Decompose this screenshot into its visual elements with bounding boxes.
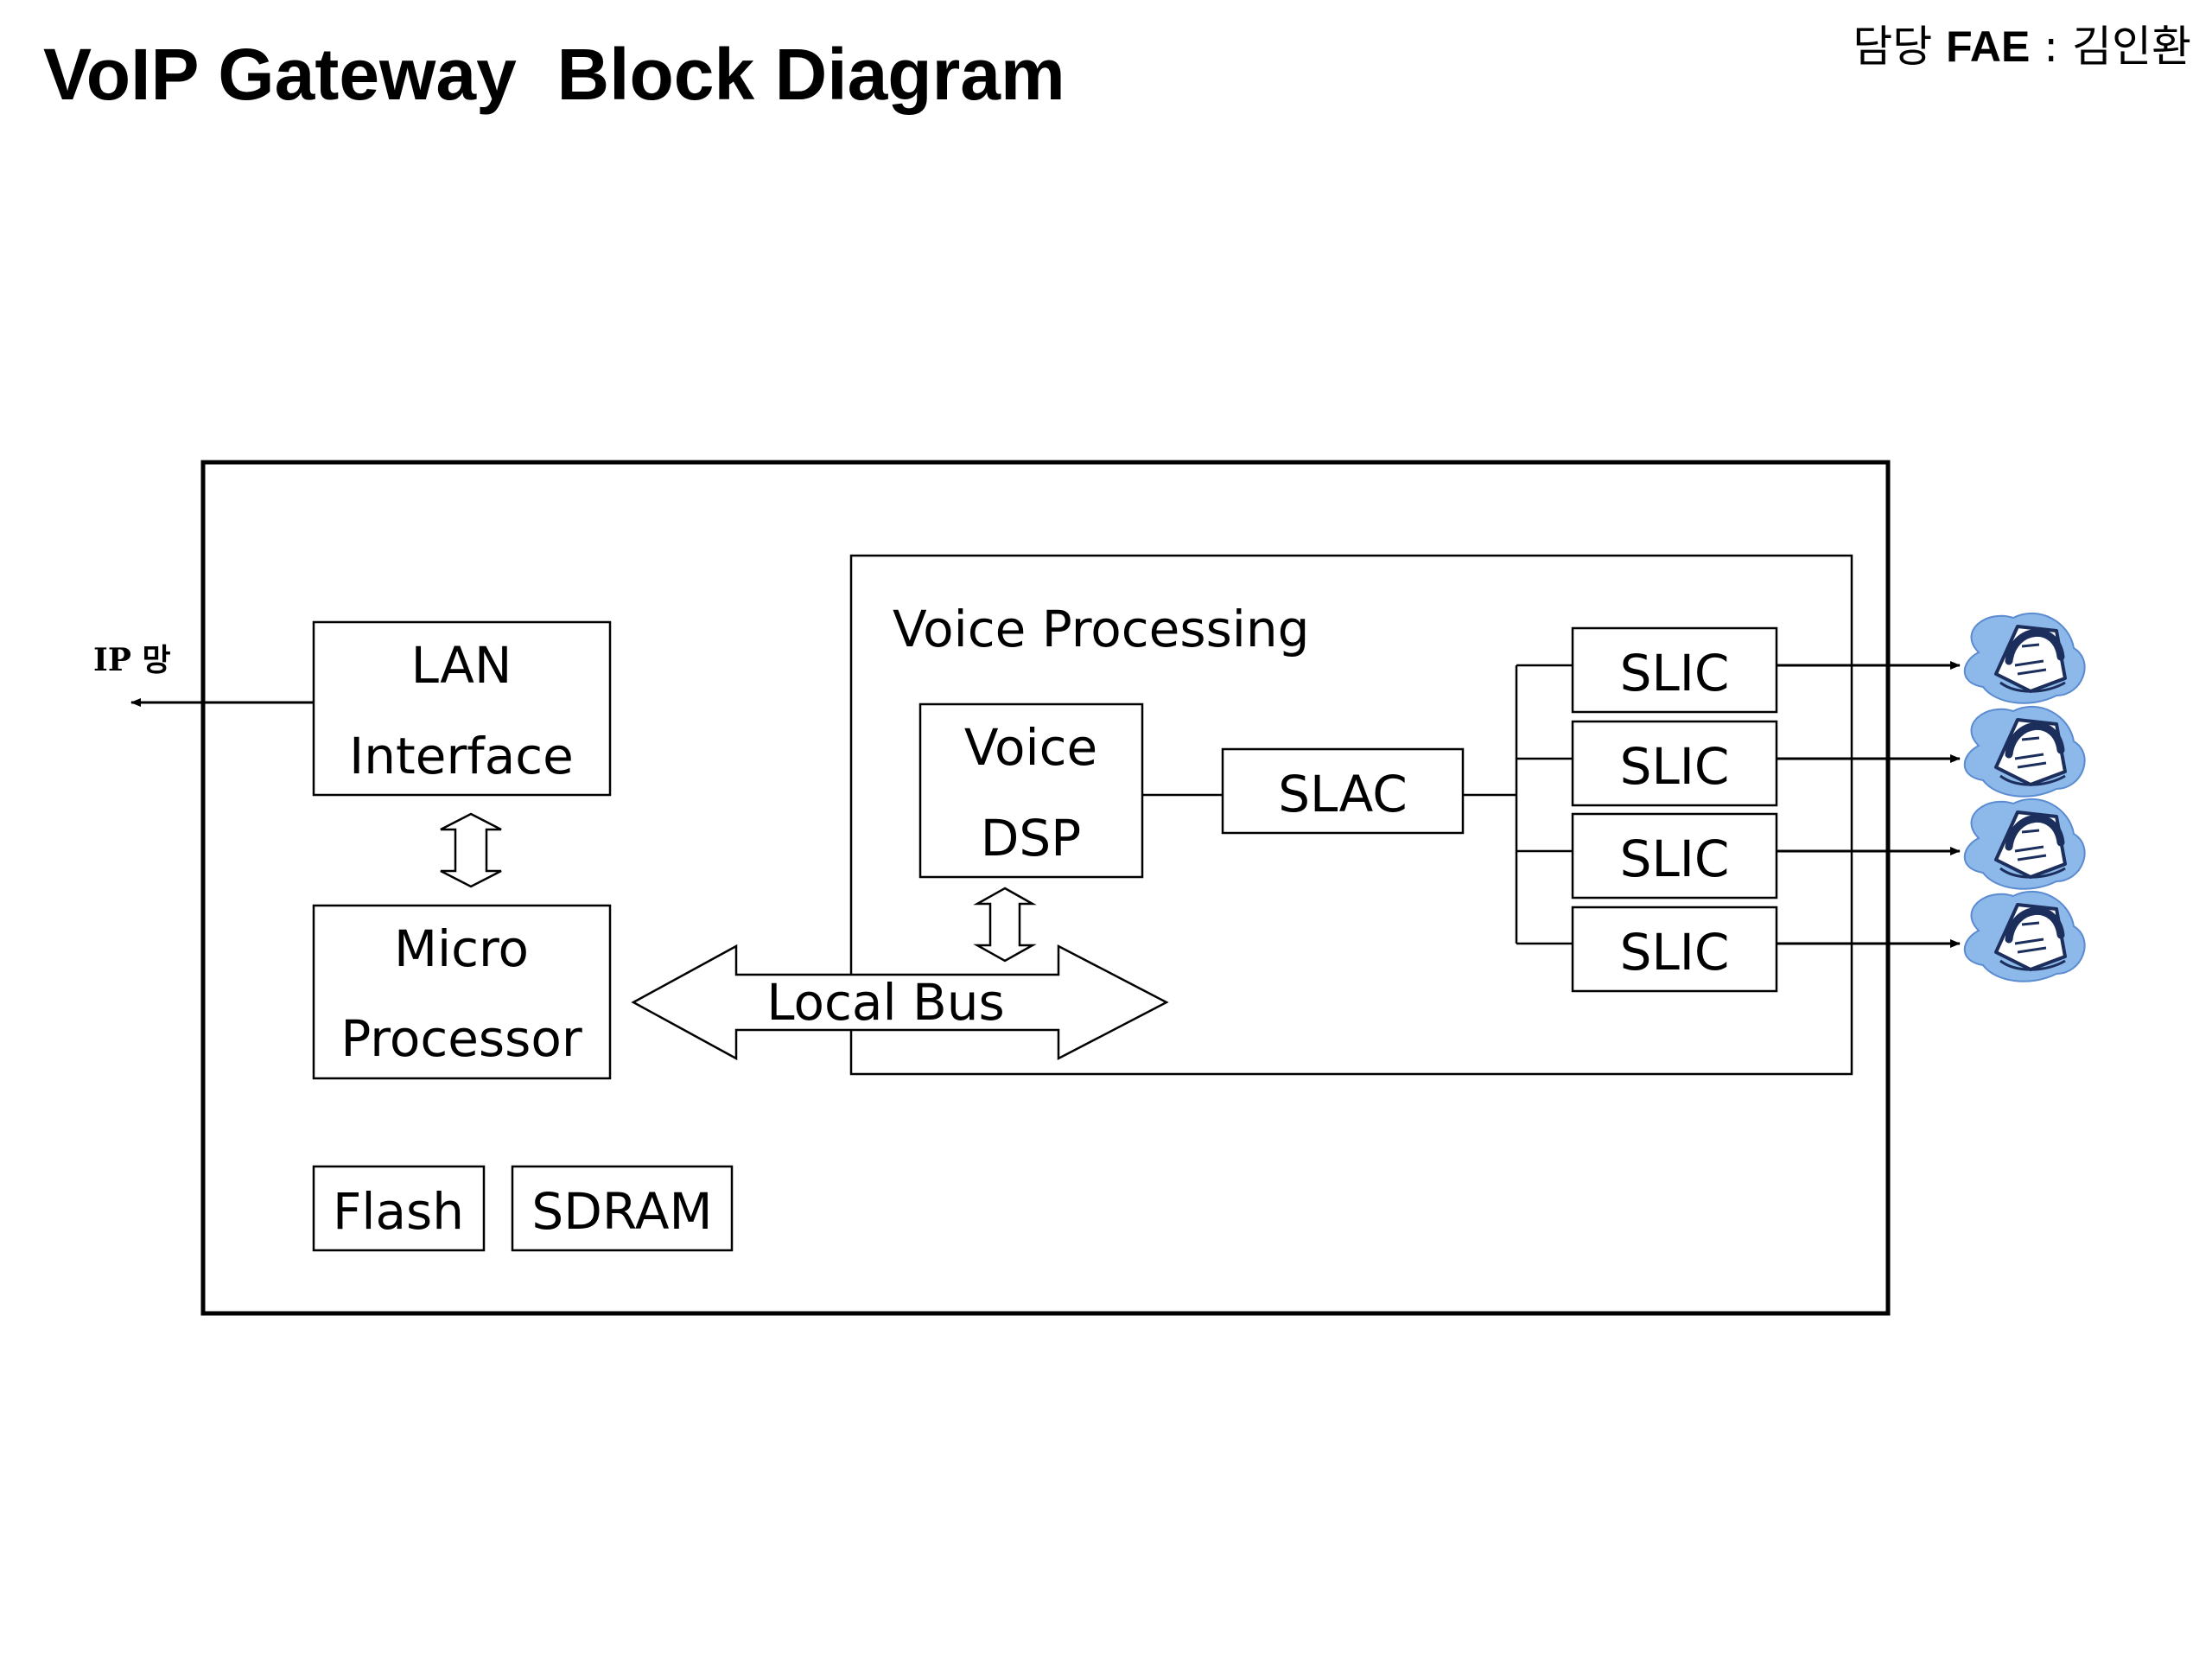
voice-processing-label: Voice Processing [893,600,1310,658]
slic-block-3: SLIC [1571,812,1778,899]
author-name: : 김인환 [2030,22,2191,72]
lan-cpu-link-arrow [440,812,502,888]
micro-processor-label-line2: Processor [340,1009,582,1068]
micro-processor-label-line1: Micro [394,919,529,978]
ip-network-label: IP 망 [93,642,171,678]
author-label: 담당 FAE : 김인환 [1853,12,2191,74]
slac-slic-bus [1463,664,1573,945]
voice-dsp-block: Voice DSP [918,702,1144,879]
author-role: FAE [1946,22,2031,71]
page-title: VoIP Gateway Block Diagram [43,34,1065,115]
slic-label-4: SLIC [1620,923,1730,982]
lan-interface-label-line2: Interface [349,727,574,785]
sdram-block: SDRAM [511,1165,734,1252]
dsp-bus-link-arrow [973,887,1037,963]
slic-block-2: SLIC [1571,720,1778,807]
micro-processor-block: Micro Processor [312,904,612,1080]
voice-processing-frame [849,554,1853,1076]
slic-block-4: SLIC [1571,906,1778,993]
flash-block: Flash [312,1165,486,1252]
voice-dsp-label-line2: DSP [981,809,1081,868]
sdram-label: SDRAM [531,1182,712,1241]
slic-block-1: SLIC [1571,626,1778,714]
voice-dsp-label-line1: Voice [964,718,1097,777]
lan-interface-label-line1: LAN [411,636,512,695]
lan-interface-block: LAN Interface [312,620,612,797]
slic-label-3: SLIC [1620,830,1730,888]
telephone-icon [1965,613,2085,703]
telephone-icon [1965,799,2085,889]
gateway-frame [200,460,1891,1316]
local-bus-arrow [631,944,1169,1061]
local-bus-label: Local Bus [766,973,1005,1032]
telephone-icon [1965,707,2085,797]
author-prefix: 담당 [1853,22,1947,72]
slic-label-2: SLIC [1620,737,1730,796]
slac-block: SLAC [1221,747,1465,835]
slac-label: SLAC [1278,765,1408,823]
flash-label: Flash [333,1182,464,1241]
slic-label-1: SLIC [1620,644,1730,702]
telephone-icon [1965,892,2085,982]
